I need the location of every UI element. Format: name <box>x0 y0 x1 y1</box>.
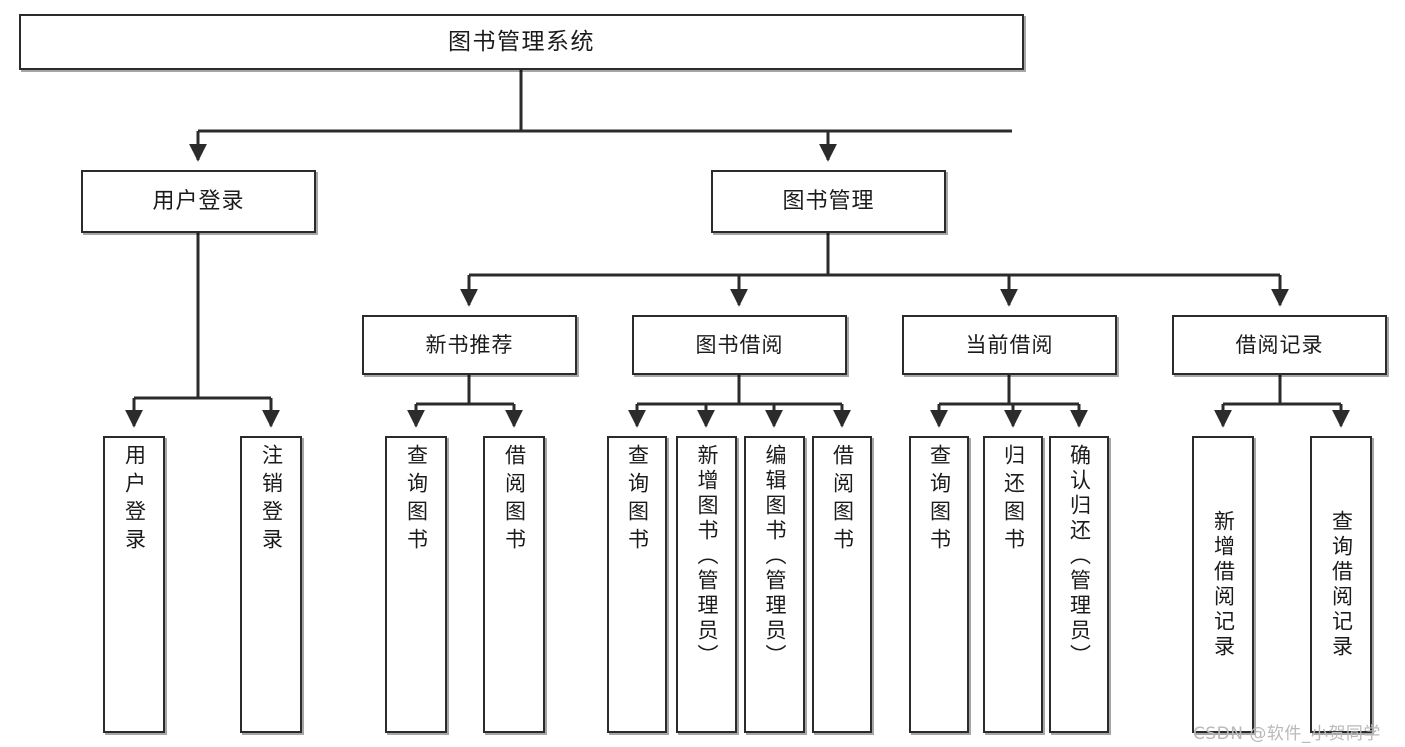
node-user-login-label: 用户登录 <box>152 188 245 214</box>
leaf-borrow-book-recommend[interactable]: 借阅图书 <box>483 436 545 733</box>
leaf-return-book-label: 归还图书 <box>1001 444 1026 556</box>
leaf-add-borrow-record[interactable]: 新增借阅记录 <box>1192 436 1254 733</box>
leaf-return-book[interactable]: 归还图书 <box>983 436 1043 733</box>
leaf-query-borrow-record-label: 查询借阅记录 <box>1329 509 1354 660</box>
leaf-logout[interactable]: 注销登录 <box>240 436 302 733</box>
leaf-add-borrow-record-label: 新增借阅记录 <box>1211 509 1236 660</box>
leaf-add-book-admin-label: 新增图书（管理员） <box>695 444 719 669</box>
csdn-watermark: CSDN @软件_小贺同学 <box>1193 724 1381 744</box>
node-new-book-recommend[interactable]: 新书推荐 <box>362 315 577 375</box>
leaf-confirm-return-admin-label: 确认归还（管理员） <box>1067 444 1092 669</box>
leaf-query-book-borrow-label: 查询图书 <box>625 444 650 556</box>
leaf-borrow-book[interactable]: 借阅图书 <box>812 436 872 733</box>
node-borrow-record-label: 借阅记录 <box>1235 332 1324 357</box>
leaf-query-book-recommend[interactable]: 查询图书 <box>385 436 447 733</box>
leaf-add-book-admin[interactable]: 新增图书（管理员） <box>676 436 737 733</box>
node-borrow-record[interactable]: 借阅记录 <box>1172 315 1387 375</box>
leaf-query-borrow-record[interactable]: 查询借阅记录 <box>1310 436 1372 733</box>
node-new-book-recommend-label: 新书推荐 <box>425 332 514 357</box>
leaf-edit-book-admin[interactable]: 编辑图书（管理员） <box>744 436 805 733</box>
node-root[interactable]: 图书管理系统 <box>19 14 1024 70</box>
node-root-label: 图书管理系统 <box>448 28 595 55</box>
leaf-confirm-return-admin[interactable]: 确认归还（管理员） <box>1049 436 1109 733</box>
node-book-borrow[interactable]: 图书借阅 <box>632 315 847 375</box>
leaf-user-login-label: 用户登录 <box>122 444 147 556</box>
leaf-user-login[interactable]: 用户登录 <box>103 436 165 733</box>
leaf-query-book-recommend-label: 查询图书 <box>404 444 429 556</box>
node-current-borrow[interactable]: 当前借阅 <box>902 315 1117 375</box>
node-book-borrow-label: 图书借阅 <box>695 332 784 357</box>
leaf-query-book-current[interactable]: 查询图书 <box>909 436 969 733</box>
leaf-edit-book-admin-label: 编辑图书（管理员） <box>763 444 787 669</box>
leaf-query-book-current-label: 查询图书 <box>927 444 952 556</box>
leaf-query-book-borrow[interactable]: 查询图书 <box>607 436 667 733</box>
node-user-login[interactable]: 用户登录 <box>81 170 316 233</box>
node-book-management-label: 图书管理 <box>782 188 875 214</box>
node-book-management[interactable]: 图书管理 <box>711 170 946 233</box>
leaf-logout-label: 注销登录 <box>259 444 284 556</box>
leaf-borrow-book-recommend-label: 借阅图书 <box>502 444 527 556</box>
leaf-borrow-book-label: 借阅图书 <box>830 444 855 556</box>
node-current-borrow-label: 当前借阅 <box>965 332 1054 357</box>
